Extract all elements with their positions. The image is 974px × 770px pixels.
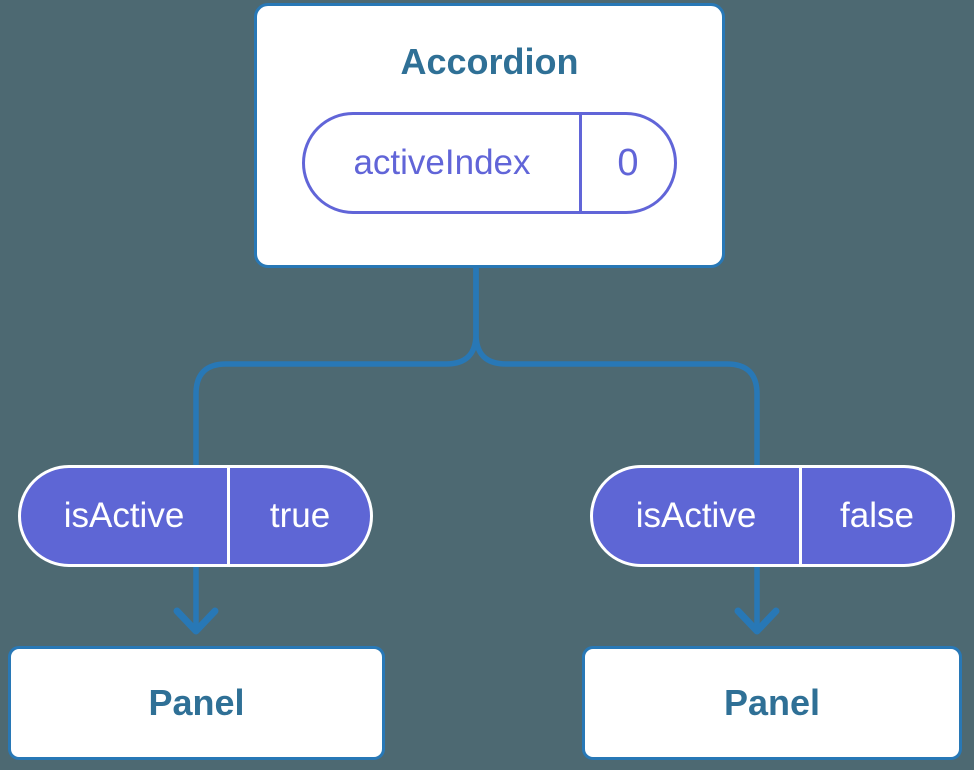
arrowhead-right-icon xyxy=(734,607,780,635)
prop-value-label: true xyxy=(269,496,331,535)
connector-left-branch xyxy=(193,268,479,627)
panel-card-left: Panel xyxy=(8,646,385,760)
state-name-label: activeIndex xyxy=(353,143,531,182)
isactive-false-pill: isActive false xyxy=(590,465,955,567)
pill-divider xyxy=(579,115,582,211)
pill-divider xyxy=(227,468,230,564)
panel-title: Panel xyxy=(723,682,821,723)
pill-divider xyxy=(799,468,802,564)
connector-right-branch xyxy=(473,268,760,627)
isactive-true-pill: isActive true xyxy=(18,465,373,567)
panel-card-right: Panel xyxy=(582,646,962,760)
state-value-label: 0 xyxy=(617,141,639,184)
accordion-component-card: Accordion activeIndex 0 xyxy=(254,3,725,268)
accordion-title: Accordion xyxy=(400,41,579,82)
prop-name-label: isActive xyxy=(635,496,757,535)
activeindex-state-pill: activeIndex 0 xyxy=(302,112,677,214)
panel-title: Panel xyxy=(148,682,245,723)
arrowhead-left-icon xyxy=(173,607,219,635)
prop-value-label: false xyxy=(840,496,914,535)
prop-name-label: isActive xyxy=(63,496,185,535)
